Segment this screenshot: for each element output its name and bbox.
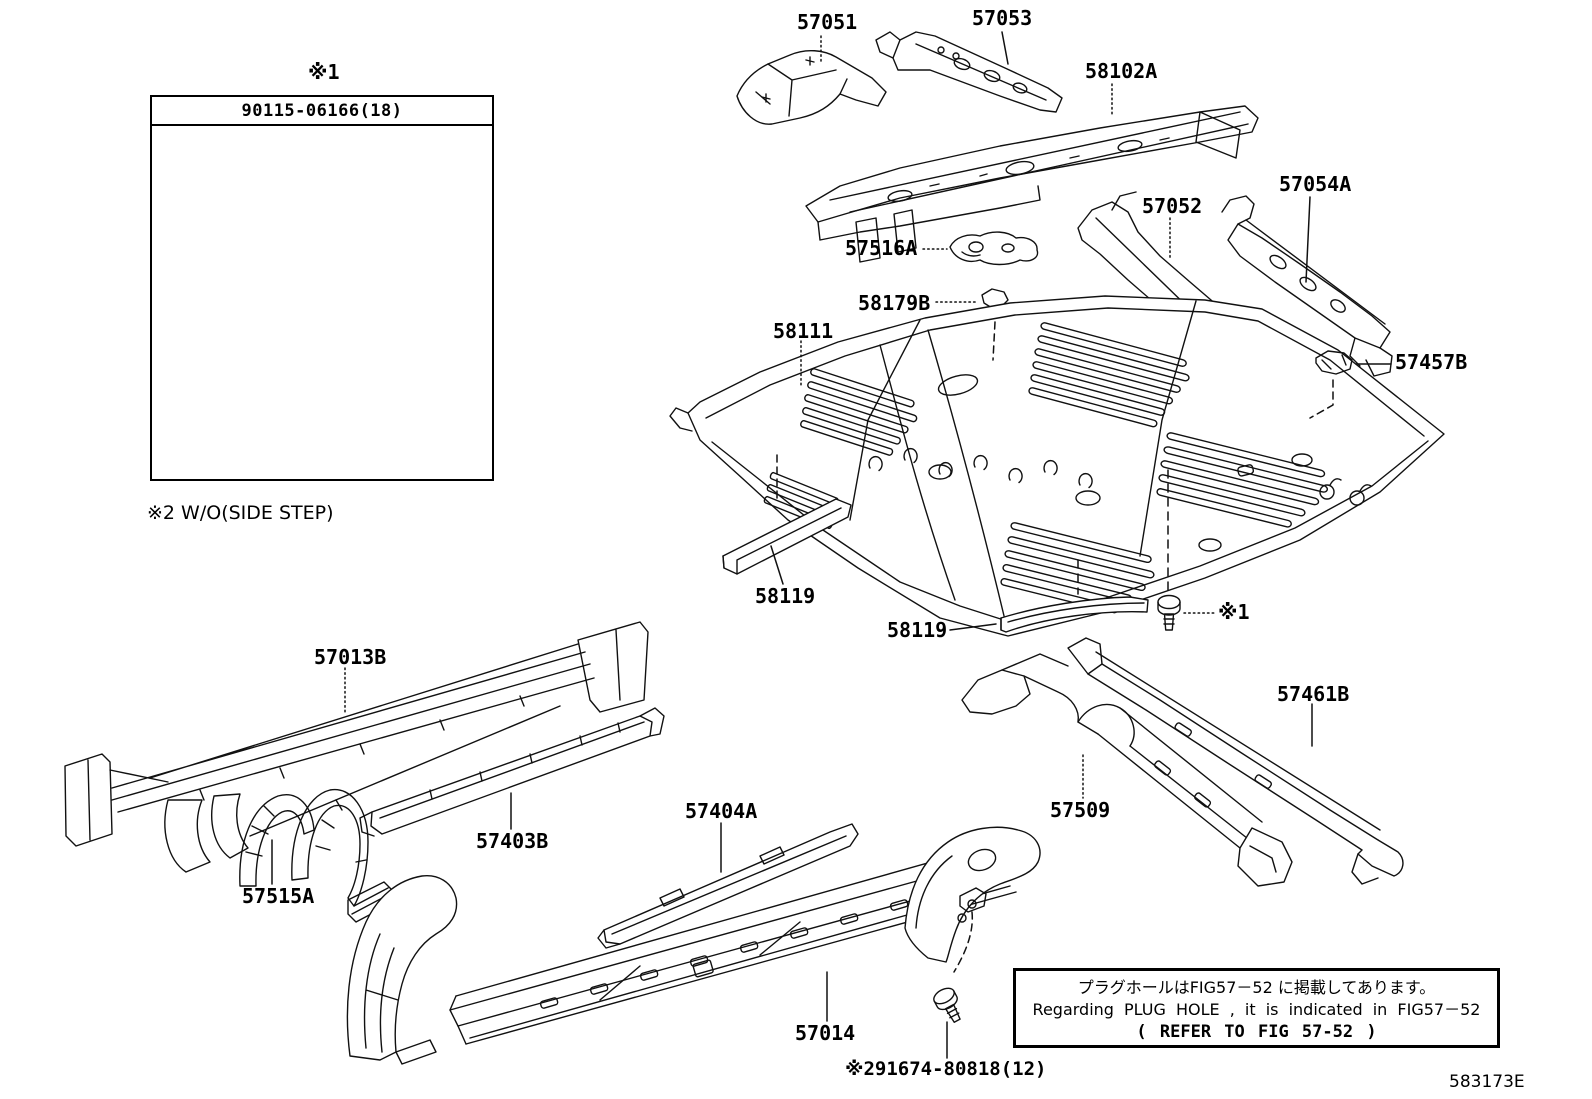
- art-58111-floor-panel: [670, 296, 1444, 636]
- part-label-57051[interactable]: 57051: [797, 10, 858, 34]
- art-57403b: [360, 708, 664, 836]
- art-57014: [347, 827, 1040, 1064]
- part-label-58119-rear[interactable]: 58119: [887, 618, 948, 642]
- footnote-side-step: ※2 W/O(SIDE STEP): [147, 502, 334, 524]
- part-label-57461b[interactable]: 57461B: [1277, 682, 1350, 706]
- note-line-japanese: プラグホールはFIG57－52 に掲載してあります。: [1077, 978, 1436, 997]
- part-label-57054a[interactable]: 57054A: [1279, 172, 1352, 196]
- part-label-58119-front[interactable]: 58119: [755, 584, 816, 608]
- part-label-57053[interactable]: 57053: [972, 6, 1033, 30]
- part-label-57013b[interactable]: 57013B: [314, 645, 387, 669]
- drain-hole-marks: [1320, 479, 1371, 505]
- art-bolt-291674: [930, 984, 968, 1027]
- part-label-57515a[interactable]: 57515A: [242, 884, 315, 908]
- footnote-ref1-bolt: ※1: [1218, 600, 1250, 624]
- plug-hole-note-box: プラグホールはFIG57－52 に掲載してあります。 Regarding PLU…: [1013, 968, 1500, 1048]
- part-label-57404a[interactable]: 57404A: [685, 799, 758, 823]
- part-label-57014[interactable]: 57014: [795, 1021, 856, 1045]
- art-58102a: [806, 106, 1258, 262]
- footnote-ref1-top: ※1: [308, 60, 340, 84]
- footnote-bolt-part-number: ※291674-80818(12): [845, 1058, 1047, 1080]
- art-57404a: [598, 824, 858, 948]
- figure-code: 583173E: [1449, 1072, 1525, 1092]
- art-58119-rear: [1001, 597, 1148, 632]
- part-label-58111[interactable]: 58111: [773, 319, 834, 343]
- part-label-57403b[interactable]: 57403B: [476, 829, 549, 853]
- note-line-reference: ( REFER TO FIG 57-52 ): [1136, 1021, 1377, 1042]
- art-57457b: [1316, 351, 1352, 374]
- inset-part-number[interactable]: 90115-06166(18): [152, 97, 492, 126]
- art-57051: [737, 51, 886, 125]
- part-label-58179b[interactable]: 58179B: [858, 291, 931, 315]
- part-label-58102a[interactable]: 58102A: [1085, 59, 1158, 83]
- art-57054a: [1222, 196, 1392, 376]
- art-57053: [876, 32, 1062, 112]
- art-58119-front: [723, 499, 851, 574]
- art-bolt-ref1: [1157, 594, 1181, 631]
- art-57461b: [1068, 638, 1403, 884]
- part-label-57052[interactable]: 57052: [1142, 194, 1203, 218]
- art-57516a: [950, 232, 1038, 264]
- part-label-57516a[interactable]: 57516A: [845, 236, 918, 260]
- part-label-57509[interactable]: 57509: [1050, 798, 1111, 822]
- art-57013b: [65, 622, 648, 872]
- art-57509: [962, 654, 1292, 886]
- art-57515a: [240, 790, 392, 922]
- note-line-english: Regarding PLUG HOLE , it is indicated in…: [1032, 1000, 1481, 1020]
- inset-bolt-location-box: 90115-06166(18): [150, 95, 494, 481]
- leader-lines: [272, 32, 1391, 1058]
- part-label-57457b[interactable]: 57457B: [1395, 350, 1468, 374]
